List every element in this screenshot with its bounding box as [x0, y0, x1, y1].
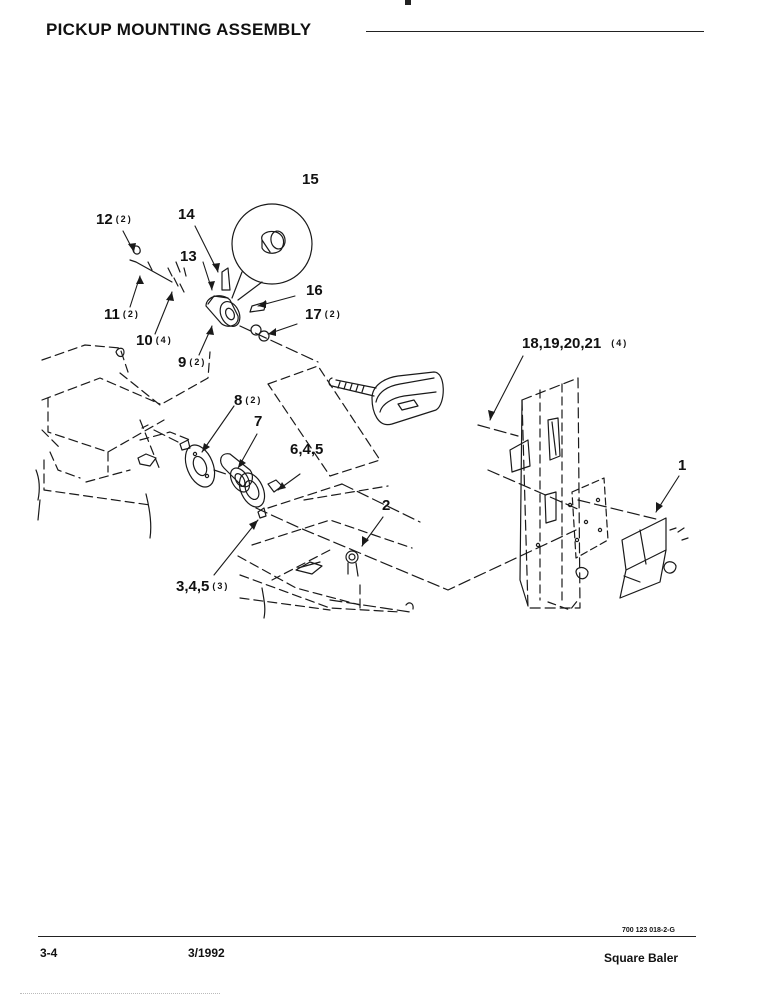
callout-7: 7	[254, 414, 265, 429]
bearing-assembly	[179, 439, 283, 519]
callout-2-number: 2	[382, 497, 391, 514]
callout-11: 11(2)	[104, 307, 140, 322]
callout-15-number: 15	[302, 171, 319, 188]
page-title: PICKUP MOUNTING ASSEMBLY	[46, 20, 312, 39]
callout-10-qty: (4)	[155, 335, 173, 345]
callout-13-number: 13	[180, 248, 197, 265]
callout-3-4-5: 3,4,5(3)	[176, 579, 229, 594]
callout-8-qty: (2)	[245, 395, 263, 405]
leader-lines	[122, 225, 680, 576]
callout-3-4-5-qty: (3)	[212, 581, 230, 591]
page-top-mark	[405, 0, 411, 5]
callout-6-4-5: 6,4,5	[290, 442, 326, 457]
callout-18-21: 18,19,20,21 (4)	[522, 336, 628, 351]
callout-14: 14	[178, 207, 198, 222]
drawing-code: 700 123 018-2-G	[622, 927, 675, 934]
footer-rule	[38, 936, 696, 937]
page-number: 3-4	[40, 946, 58, 960]
shaft-axis	[153, 325, 661, 613]
hub-parts	[129, 245, 270, 342]
scan-artifact	[20, 993, 220, 994]
callout-16: 16	[306, 283, 326, 298]
callout-7-number: 7	[254, 413, 263, 430]
callout-17: 17(2)	[305, 307, 342, 322]
callout-18-21-qty: (4)	[611, 338, 629, 348]
title-rule	[366, 31, 704, 32]
callout-9-qty: (2)	[189, 357, 207, 367]
callout-6-4-5-number: 6,4,5	[290, 441, 324, 458]
right-panel	[509, 377, 609, 611]
callout-2: 2	[382, 498, 393, 513]
gearbox	[328, 371, 444, 426]
callout-14-number: 14	[178, 206, 195, 223]
revision-date: 3/1992	[188, 946, 225, 960]
callout-18-21-number: 18,19,20,21	[522, 335, 602, 352]
callout-8-number: 8	[234, 392, 243, 409]
gearbox-ghost	[267, 365, 389, 509]
callout-10: 10(4)	[136, 333, 173, 348]
callout-11-number: 11	[104, 306, 120, 323]
detail-bubble-15	[231, 203, 313, 301]
callout-17-qty: (2)	[324, 309, 342, 319]
callout-13: 13	[180, 249, 200, 264]
arrowheads	[128, 243, 663, 546]
callout-17-number: 17	[305, 306, 322, 323]
callout-10-number: 10	[136, 332, 153, 349]
callout-1: 1	[678, 458, 689, 473]
left-frame	[41, 344, 211, 506]
callout-1-number: 1	[678, 457, 687, 474]
callout-12: 12(2)	[96, 212, 133, 227]
callout-8: 8(2)	[234, 393, 262, 408]
left-frame-solid	[35, 347, 157, 539]
callout-12-qty: (2)	[115, 214, 133, 224]
callout-15: 15	[302, 172, 322, 187]
product-name: Square Baler	[604, 951, 679, 965]
callout-9: 9(2)	[178, 355, 206, 370]
callout-16-number: 16	[306, 282, 323, 299]
bottom-frame	[237, 519, 413, 613]
callout-3-4-5-number: 3,4,5	[176, 578, 210, 595]
mounting-bracket	[619, 517, 689, 599]
callout-12-number: 12	[96, 211, 113, 228]
callout-9-number: 9	[178, 354, 187, 371]
bottom-frame-solid	[261, 550, 414, 619]
callout-11-qty: (2)	[122, 309, 140, 319]
